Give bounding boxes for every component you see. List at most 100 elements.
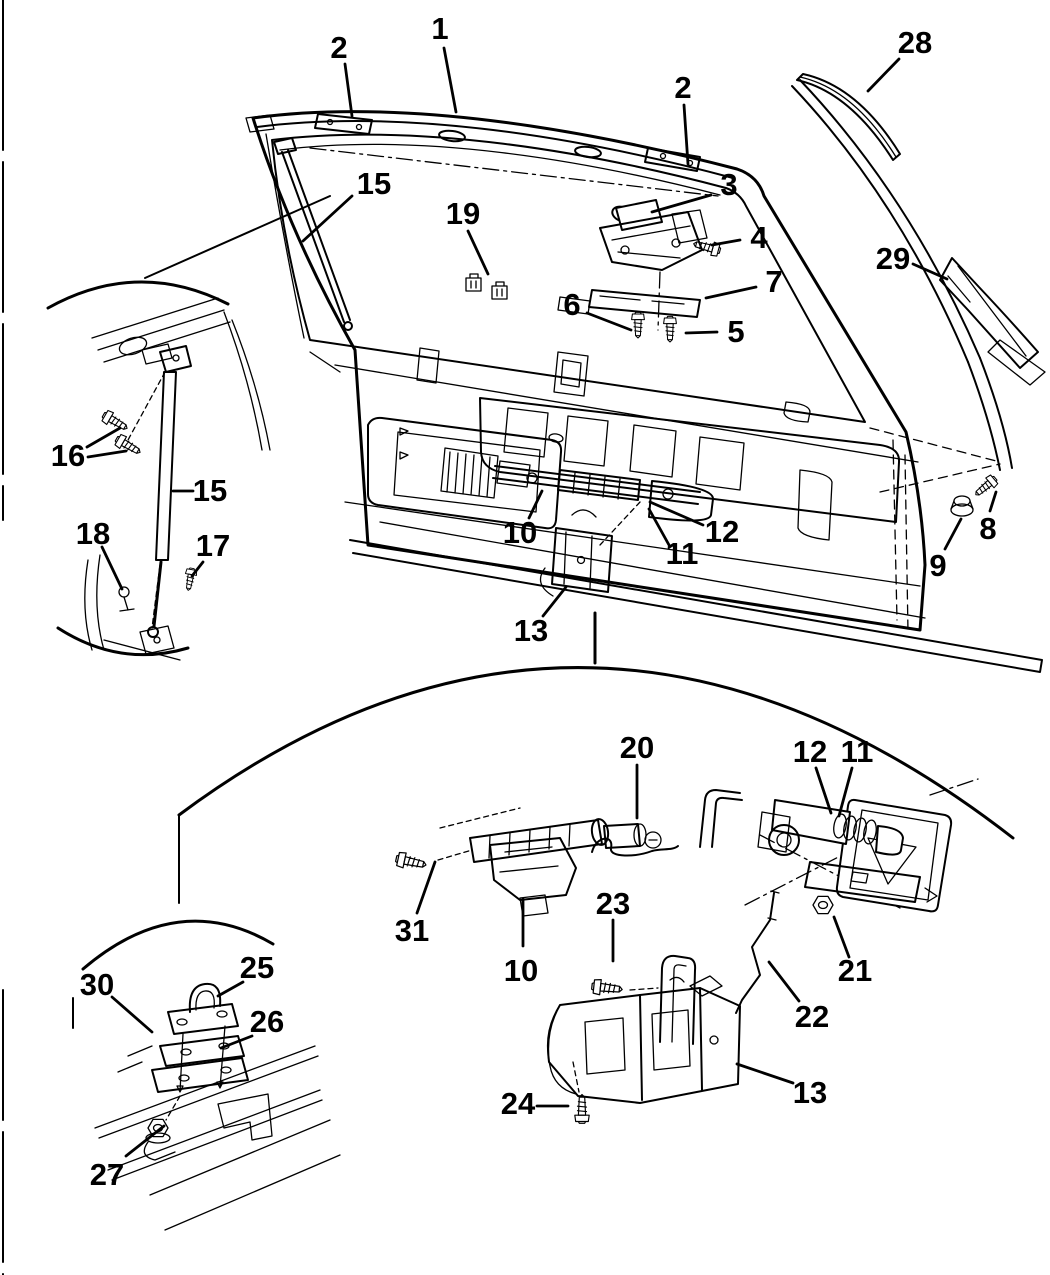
nut-21	[812, 895, 834, 915]
leader-line-9	[943, 517, 963, 551]
bolt-31	[394, 850, 429, 874]
screw-6	[631, 311, 645, 339]
leader-line-12	[648, 500, 705, 527]
shims-26	[151, 1035, 249, 1093]
leader-line-12	[814, 766, 833, 815]
leader-line-6	[585, 311, 633, 332]
latch-upper	[539, 509, 613, 597]
bolt-24	[574, 1093, 590, 1124]
gas-strut-upper	[273, 137, 353, 331]
callout-27: 27	[90, 1157, 124, 1192]
callout-10: 10	[504, 953, 538, 988]
roof-molding	[796, 73, 901, 161]
callout-13: 13	[514, 613, 548, 648]
callout-2: 2	[674, 70, 691, 105]
leader-line-2	[682, 103, 690, 166]
liftgate-assembly	[245, 110, 1043, 673]
liftgate-lock-actuator	[599, 199, 708, 331]
callout-6: 6	[563, 287, 580, 322]
striker-inset	[72, 919, 341, 1231]
plug-9	[950, 495, 974, 517]
callout-23: 23	[596, 886, 630, 921]
callout-1: 1	[431, 11, 448, 46]
leader-line-18	[100, 545, 124, 591]
callout-28: 28	[898, 25, 932, 60]
callout-9: 9	[929, 548, 946, 583]
callout-10: 10	[503, 515, 537, 550]
latch-lower	[546, 975, 741, 1104]
lower-detail-dome	[177, 611, 1015, 1124]
callout-19: 19	[446, 196, 480, 231]
callout-16: 16	[51, 438, 85, 473]
pillar-trim	[939, 257, 1046, 386]
handle-assembly	[744, 778, 979, 915]
callout-15: 15	[193, 473, 227, 508]
bolt-16b	[112, 432, 144, 459]
leader-line-7	[704, 285, 758, 300]
leader-line-17	[190, 560, 205, 578]
latch-bracket	[659, 954, 697, 1045]
screw-5	[663, 315, 677, 343]
leader-line-28	[866, 57, 901, 93]
callout-18: 18	[76, 516, 110, 551]
callout-4: 4	[750, 220, 768, 255]
retainer-clips	[465, 273, 508, 300]
gas-strut-inset	[147, 345, 192, 638]
callout-15: 15	[357, 166, 391, 201]
callout-12: 12	[793, 734, 827, 769]
license-plate-pocket	[479, 397, 901, 523]
hinge-plate-left	[245, 113, 373, 135]
callout-29: 29	[876, 241, 910, 276]
liftgate-outer-outline	[251, 110, 927, 632]
callout-2: 2	[330, 30, 347, 65]
leader-line-10	[527, 489, 544, 520]
clip-rod-20	[591, 837, 679, 857]
ball-stud-18	[118, 586, 135, 612]
leader-line-30	[110, 995, 154, 1034]
window-aperture	[271, 133, 866, 423]
leader-line-11	[837, 766, 854, 818]
callout-3: 3	[720, 167, 737, 202]
lock-cylinder-assembly	[437, 807, 662, 917]
release-rod-22	[735, 892, 775, 1014]
callout-11: 11	[666, 536, 699, 571]
callout-12: 12	[705, 514, 739, 549]
leader-line-29	[911, 262, 949, 281]
leader-line-19	[466, 229, 490, 276]
leader-line-26	[219, 1034, 254, 1050]
wiper-motor-recess	[367, 416, 563, 530]
leader-line-25	[216, 980, 245, 998]
callout-11: 11	[841, 734, 874, 769]
leader-line-2	[343, 62, 354, 118]
callout-7: 7	[765, 264, 782, 299]
leader-line-8	[988, 490, 998, 513]
leader-line-5	[684, 330, 719, 335]
leader-line-22	[767, 960, 801, 1003]
leader-line-1	[442, 46, 458, 114]
callout-17: 17	[196, 528, 230, 563]
callout-26: 26	[250, 1004, 284, 1039]
leader-line-11	[647, 507, 671, 547]
leader-line-27	[124, 1124, 166, 1158]
callout-13: 13	[793, 1075, 827, 1110]
leader-line-4	[710, 238, 742, 247]
callout-20: 20	[620, 730, 654, 765]
handle-linkage-upper	[492, 460, 714, 546]
screw-23	[590, 978, 624, 998]
leader-line-15	[301, 194, 354, 243]
leader-line-31	[415, 860, 437, 915]
callout-21: 21	[838, 953, 872, 988]
callout-24: 24	[501, 1086, 536, 1121]
callout-8: 8	[979, 511, 996, 546]
leader-line-13	[541, 585, 568, 618]
callout-22: 22	[795, 999, 829, 1034]
leader-line-3	[650, 193, 713, 214]
leader-line-13	[735, 1062, 795, 1085]
callout-5: 5	[727, 314, 744, 349]
body-side-aperture	[791, 73, 1046, 517]
leader-line-21	[832, 915, 851, 959]
callout-25: 25	[240, 950, 274, 985]
callout-30: 30	[80, 967, 114, 1002]
callout-31: 31	[395, 913, 429, 948]
